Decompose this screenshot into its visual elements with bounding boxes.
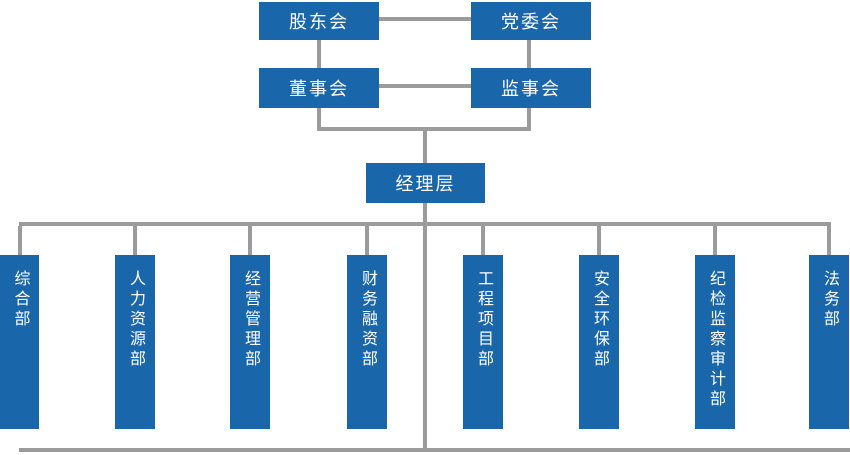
dept-safety-environment-label: 安全环保部: [591, 270, 608, 370]
management-level-label: 经理层: [395, 174, 456, 194]
shareholders-meeting-box: 股东会: [259, 2, 379, 40]
dept-discipline-inspection-audit-label: 纪检监察审计部: [707, 270, 724, 410]
stub-legal-affairs: [827, 226, 831, 255]
connector-shareholders-directors: [317, 40, 321, 68]
connector-governance-bus: [317, 127, 531, 131]
dept-discipline-inspection-audit-box: 纪检监察审计部: [695, 255, 735, 429]
management-level-box: 经理层: [366, 163, 485, 203]
dept-operations-management-label: 经营管理部: [242, 270, 259, 370]
dept-operations-management-box: 经营管理部: [230, 255, 270, 429]
dept-human-resources-label: 人力资源部: [127, 270, 144, 370]
stub-discipline-inspection-audit: [713, 226, 717, 255]
connector-directors-supervisors: [379, 84, 471, 88]
dept-engineering-project-label: 工程项目部: [475, 270, 492, 370]
connector-supervisors-down: [527, 108, 531, 131]
supervisory-board-label: 监事会: [501, 79, 561, 99]
party-committee-label: 党委会: [501, 12, 561, 32]
stub-general-affairs: [18, 226, 22, 255]
stub-finance-financing: [365, 226, 369, 255]
connector-directors-down: [317, 108, 321, 131]
shareholders-meeting-label: 股东会: [289, 12, 349, 32]
dept-engineering-project-box: 工程项目部: [463, 255, 503, 429]
dept-safety-environment-box: 安全环保部: [579, 255, 619, 429]
dept-legal-affairs-label: 法务部: [821, 270, 838, 330]
connector-center-spine: [423, 226, 427, 448]
stub-safety-environment: [597, 226, 601, 255]
supervisory-board-box: 监事会: [471, 68, 591, 108]
dept-finance-financing-box: 财务融资部: [347, 255, 387, 429]
dept-general-affairs-label: 综合部: [11, 270, 29, 330]
board-of-directors-label: 董事会: [289, 79, 349, 99]
connector-department-bus: [19, 222, 831, 226]
party-committee-box: 党委会: [471, 2, 591, 40]
stub-operations-management: [248, 226, 252, 255]
dept-general-affairs-box: 综合部: [0, 255, 39, 429]
dept-finance-financing-label: 财务融资部: [359, 270, 376, 370]
connector-management-down: [423, 203, 427, 222]
stub-engineering-project: [481, 226, 485, 255]
connector-party-supervisors: [527, 40, 531, 68]
board-of-directors-box: 董事会: [259, 68, 379, 108]
stub-human-resources: [133, 226, 137, 255]
connector-shareholders-party: [379, 17, 471, 21]
dept-legal-affairs-box: 法务部: [809, 255, 849, 429]
connector-bottom-rail: [19, 448, 850, 452]
connector-bus-to-management: [423, 131, 427, 163]
dept-human-resources-box: 人力资源部: [115, 255, 155, 429]
